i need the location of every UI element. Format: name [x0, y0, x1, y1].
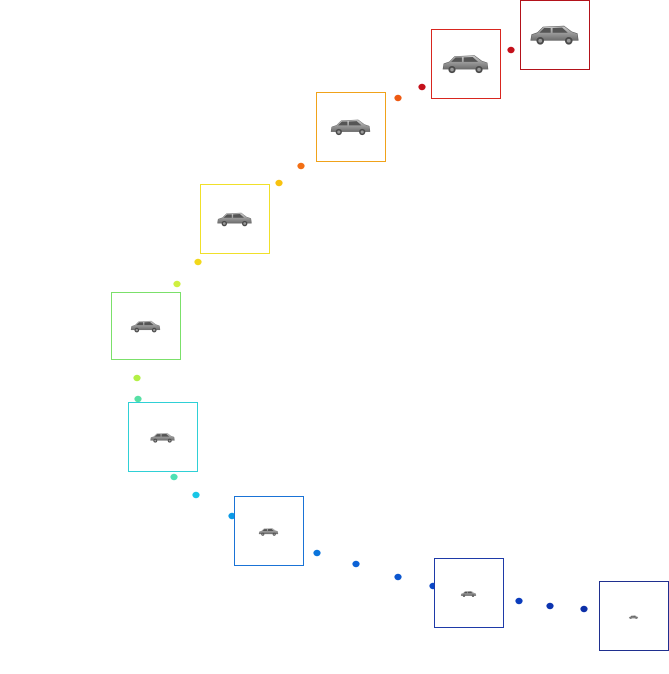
trajectory-dot	[507, 46, 515, 54]
trajectory-dot	[352, 560, 360, 568]
trajectory-dot	[580, 605, 588, 613]
trajectory-dot	[297, 162, 305, 170]
trajectory-dot	[173, 280, 181, 288]
keyframe-box	[234, 496, 304, 566]
keyframe-box	[200, 184, 270, 254]
trajectory-dot	[133, 374, 141, 382]
trajectory-dot	[394, 94, 402, 102]
trajectory-dot	[192, 491, 200, 499]
trajectory-dot	[394, 573, 402, 581]
keyframe-box	[316, 92, 386, 162]
keyframe-box	[431, 29, 501, 99]
trajectory-dot	[194, 258, 202, 266]
keyframe-box	[128, 402, 198, 472]
keyframe-box	[434, 558, 504, 628]
trajectory-dot	[313, 549, 321, 557]
trajectory-dot	[546, 602, 554, 610]
trajectory-dot	[228, 512, 236, 520]
keyframe-box	[111, 292, 181, 360]
keyframe-border	[111, 292, 181, 360]
trajectory-dot	[275, 179, 283, 187]
trajectory-dot	[134, 395, 142, 403]
trajectory-dot	[515, 597, 523, 605]
keyframe-box	[599, 581, 669, 651]
trajectory-dot	[418, 83, 426, 91]
keyframe-box	[520, 0, 590, 70]
trajectory-dot	[170, 473, 178, 481]
